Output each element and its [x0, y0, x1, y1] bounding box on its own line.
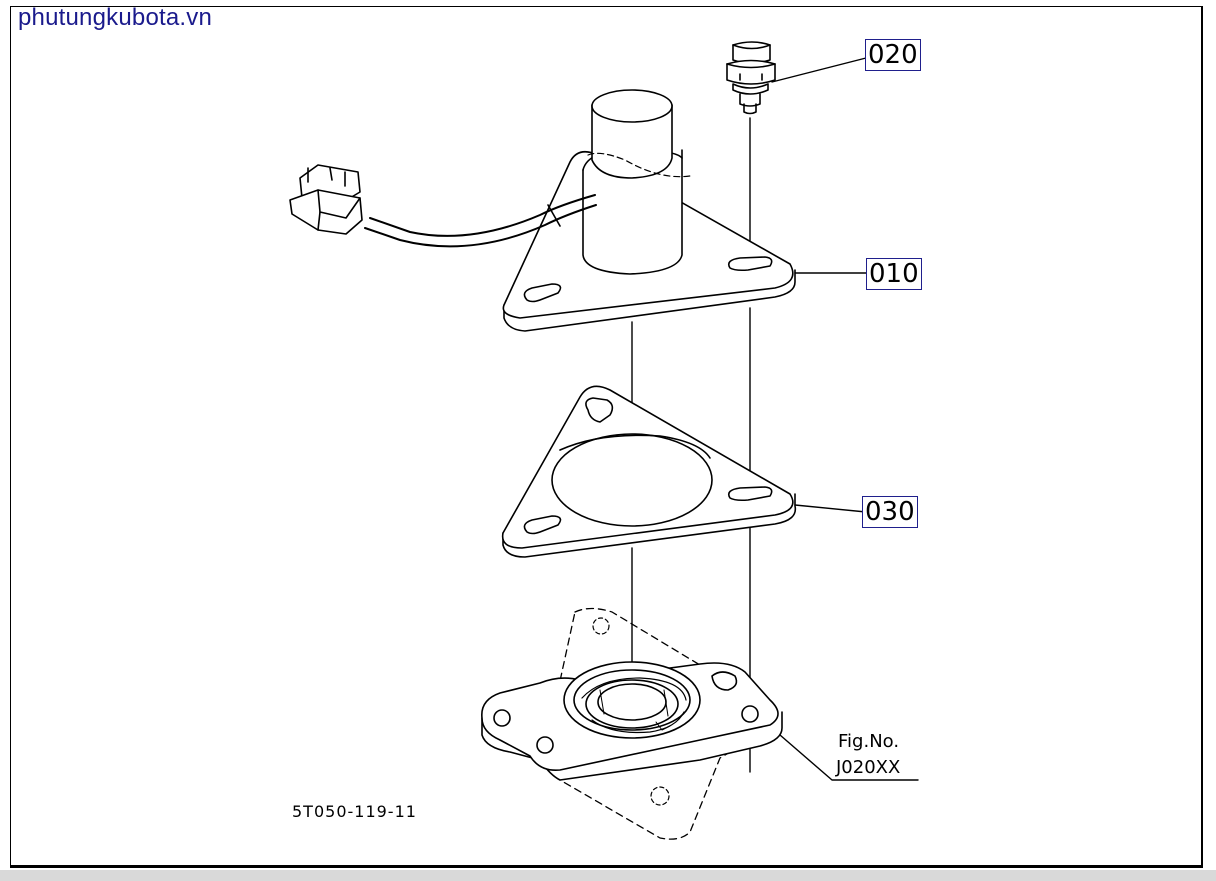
bolt-020 [726, 41, 776, 115]
leader-fig [779, 734, 919, 781]
leader-030 [794, 504, 867, 513]
callout-020[interactable]: 020 [865, 39, 921, 71]
leader-020 [771, 57, 867, 83]
bottom-strip [0, 870, 1216, 881]
drawing-frame [10, 6, 1203, 868]
figure-label: Fig.No. [838, 731, 900, 752]
callout-030[interactable]: 030 [862, 496, 918, 528]
solenoid-010 [289, 89, 796, 332]
watermark-logo: phutungkubota.vn [18, 4, 213, 31]
gasket-030 [501, 385, 797, 558]
figure-number: J020XX [836, 757, 901, 778]
callout-010[interactable]: 010 [866, 258, 922, 290]
drawing-number: 5T050-119-11 [292, 802, 417, 821]
base-housing [481, 607, 783, 840]
